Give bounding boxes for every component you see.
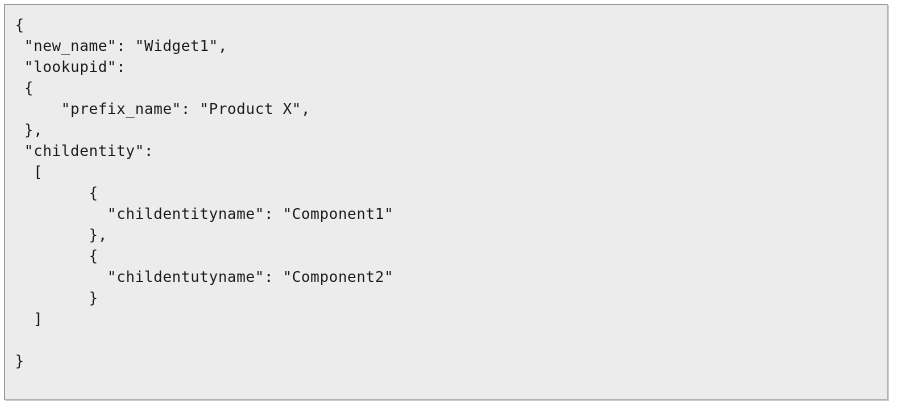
- code-line: "prefix_name": "Product X",: [15, 100, 311, 118]
- code-line: {: [15, 79, 34, 97]
- json-code-block[interactable]: { "new_name": "Widget1", "lookupid": { "…: [5, 5, 887, 372]
- code-line: {: [15, 247, 99, 265]
- code-line: {: [15, 184, 99, 202]
- code-line: }: [15, 352, 25, 370]
- code-line: "childentutyname": "Component2": [15, 268, 394, 286]
- code-line: [: [15, 163, 43, 181]
- code-line: "childentity":: [15, 142, 154, 160]
- code-line: }: [15, 289, 99, 307]
- code-line: {: [15, 16, 25, 34]
- json-code-panel[interactable]: { "new_name": "Widget1", "lookupid": { "…: [4, 4, 888, 400]
- code-line: },: [15, 121, 43, 139]
- code-line: },: [15, 226, 108, 244]
- code-line: "lookupid":: [15, 58, 126, 76]
- code-line: "new_name": "Widget1",: [15, 37, 228, 55]
- code-line: ]: [15, 310, 43, 328]
- code-line: "childentityname": "Component1": [15, 205, 394, 223]
